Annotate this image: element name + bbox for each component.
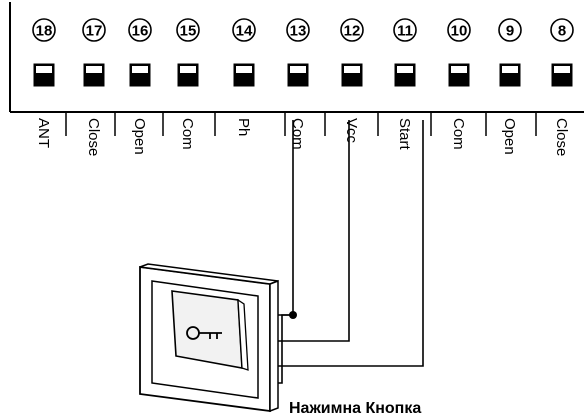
terminal-screw-highlight (502, 66, 518, 73)
terminal-number-circle (176, 18, 200, 42)
push-button-switch (139, 263, 279, 413)
terminal-screw-highlight (180, 66, 196, 73)
terminal-label: Start (396, 118, 413, 151)
junction-dot (289, 311, 297, 319)
terminal-label: Ph (235, 118, 252, 136)
terminal-number: 13 (290, 23, 307, 40)
terminal-number: 11 (397, 23, 413, 40)
terminal-number: 14 (236, 23, 253, 40)
terminal-screw-highlight (344, 66, 360, 73)
wire-start (274, 120, 424, 367)
terminal-number-circle (393, 18, 417, 42)
terminal-screw-highlight (132, 66, 148, 73)
switch-caption: Нажимна Кнопка (289, 400, 421, 417)
terminal-number-circle (550, 18, 574, 42)
terminal-label: Vcc (343, 118, 360, 144)
terminal-screw-highlight (236, 66, 252, 73)
terminal-number: 15 (180, 23, 197, 40)
terminal-screw-highlight (36, 66, 52, 73)
terminal-number-circle (447, 18, 471, 42)
terminal-screw-highlight (451, 66, 467, 73)
terminal-label: Com (179, 118, 196, 150)
terminal-number-circle (82, 18, 106, 42)
wire-vcc (274, 120, 350, 342)
terminal-screw-highlight (86, 66, 102, 73)
terminal-number: 17 (86, 23, 103, 40)
terminal-label: Open (131, 118, 148, 155)
wires (274, 120, 424, 384)
terminal-label: ANT (35, 118, 52, 148)
terminal-label: Close (85, 118, 102, 156)
terminal-number-circle (128, 18, 152, 42)
terminal-number-circle (32, 18, 56, 42)
terminal-number: 10 (451, 23, 468, 40)
key-icon (186, 326, 222, 340)
terminal-label: Com (289, 118, 306, 150)
terminal-number: 8 (558, 23, 566, 40)
terminal-label: Open (501, 118, 518, 155)
terminal-screw-highlight (397, 66, 413, 73)
terminal-number-circle (498, 18, 522, 42)
terminal-number-circle (232, 18, 256, 42)
terminal-number: 16 (132, 23, 149, 40)
terminal-screw-highlight (290, 66, 306, 73)
terminal-number-circle (340, 18, 364, 42)
terminal-number-circle (286, 18, 310, 42)
terminal-number: 18 (36, 23, 53, 40)
terminal-screw-highlight (554, 66, 570, 73)
terminal-number: 12 (344, 23, 361, 40)
terminal-number: 9 (506, 23, 514, 40)
terminal-label: Com (450, 118, 467, 150)
terminal-label: Close (553, 118, 570, 156)
